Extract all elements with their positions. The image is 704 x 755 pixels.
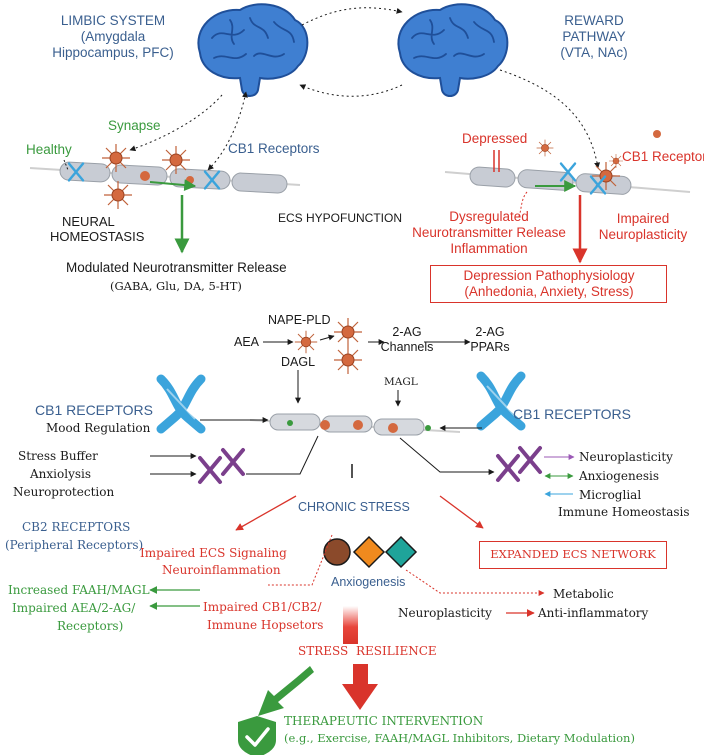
- purple-receptor-icon: [518, 446, 542, 474]
- impaired-aea-label: Impaired AEA/2-AG/: [12, 601, 136, 615]
- impaired-ecs-label: Impaired ECS Signaling: [140, 546, 287, 560]
- arrow-cb1-to-brain: [207, 91, 248, 171]
- cb1-receptors-right-label: CB1 RECEPTORS: [513, 406, 631, 422]
- dysregulated-pointer: [517, 191, 528, 219]
- purple-receptor-icon: [221, 448, 245, 476]
- astrocyte-icon: [333, 345, 363, 375]
- cb2-receptors-label: CB2 RECEPTORS: [22, 520, 131, 534]
- cb1-receptors-left-label: CB1 RECEPTORS: [35, 402, 153, 418]
- anxiogenesis-center-label: Anxiogenesis: [331, 575, 406, 589]
- astrocyte-icon: [608, 153, 624, 169]
- dagl-label: DAGL: [281, 355, 316, 369]
- astrocyte-icon: [294, 330, 318, 354]
- modulated-release-label: Modulated Neurotransmitter Release: [66, 260, 287, 275]
- arrow-enzyme-to-cells: [319, 334, 335, 341]
- anxiolysis-label: Anxiolysis: [30, 467, 91, 481]
- therapeutic-examples-label: (e.g., Exercise, FAAH/MAGL Inhibitors, D…: [284, 731, 635, 745]
- resilience-label: RESILIENCE: [356, 644, 437, 658]
- reward-pathway-label: REWARD PATHWAY (VTA, NAc): [560, 13, 628, 60]
- diamond-icon-orange: [352, 535, 386, 569]
- microglial-label: Microglial: [579, 488, 642, 502]
- immune-homeostasis-label: Immune Homeostasis: [558, 505, 690, 519]
- red-dot: [653, 130, 661, 138]
- arrow-reward-to-depressed: [499, 69, 601, 169]
- line-chain-to-purple: [399, 437, 495, 475]
- magl-label: MAGL: [384, 376, 418, 388]
- impaired-neuroplasticity-label: Impaired Neuroplasticity: [598, 211, 688, 242]
- astrocyte-icon: [103, 180, 133, 210]
- arrow-reward-to-limbic: [299, 84, 403, 97]
- neural-homeostasis-label: NEURAL HOMEOSTASIS: [50, 214, 145, 245]
- check-icon: [238, 716, 276, 755]
- cb1-receptors-label: CB1 Receptors: [228, 141, 320, 156]
- therapeutic-arrow: [258, 666, 314, 716]
- 2ag-ppars-label: 2-AG PPARs: [470, 325, 510, 354]
- neuroprotection-label: Neuroprotection: [13, 485, 115, 499]
- synapse-label: Synapse: [108, 118, 161, 133]
- mood-regulation-label: Mood Regulation: [46, 421, 151, 435]
- dotted-metabolic-line: [405, 569, 545, 596]
- cb1-receptor-label: CB1 Receptor: [622, 149, 704, 164]
- dysregulated-label: Dysregulated Neurotransmitter Release In…: [412, 209, 566, 256]
- arrow-limbic-to-reward: [301, 7, 403, 26]
- purple-receptor-icon: [198, 456, 222, 484]
- anti-inflammatory-label: Anti-inflammatory: [538, 606, 649, 620]
- depressed-neuron-chain: [444, 150, 691, 195]
- cb1-receptor-icon-left: [161, 379, 201, 429]
- brain-icon-reward: [397, 3, 509, 97]
- expanded-ecs-box: [479, 541, 667, 569]
- neuroplasticity-bottom-label: Neuroplasticity: [398, 606, 492, 620]
- anxiogenesis-label: Anxiogenesis: [579, 469, 659, 483]
- cb2-peripheral-label: (Peripheral Receptors): [5, 538, 144, 552]
- depression-box-text: Depression Pathophysiology (Anhedonia, A…: [463, 268, 635, 299]
- dotted-impaired-line: [268, 534, 333, 586]
- stress-label: STRESS: [298, 644, 349, 658]
- depressed-label: Depressed: [462, 131, 528, 146]
- stress-buffer-label: Stress Buffer: [18, 449, 98, 463]
- arrow-stress-to-expanded: [439, 495, 484, 529]
- arrow-stress-to-cb2: [235, 495, 297, 531]
- healthy-label: Healthy: [26, 142, 72, 157]
- circle-icon: [323, 538, 351, 566]
- receptors-label: Receptors): [57, 619, 124, 633]
- central-neuron-chain: [249, 413, 461, 436]
- brain-icon-limbic: [197, 3, 309, 97]
- metabolic-label: Metabolic: [553, 587, 614, 601]
- stress-gradient-bar: [343, 606, 358, 644]
- diamond-icon-teal: [384, 535, 418, 569]
- neuroinflammation-label: Neuroinflammation: [162, 563, 281, 577]
- nape-pld-label: NAPE-PLD: [268, 313, 331, 327]
- chronic-stress-label: CHRONIC STRESS: [298, 500, 410, 514]
- aea-label: AEA: [234, 335, 260, 349]
- depression-box: [430, 265, 667, 303]
- line-purple-to-chain: [246, 435, 319, 475]
- neurotransmitters-label: (GABA, Glu, DA, 5-HT): [110, 279, 242, 293]
- astrocyte-icon: [536, 139, 554, 157]
- healthy-pointer: [63, 159, 69, 171]
- healthy-neuron-chain: [29, 161, 301, 194]
- expanded-ecs-label: EXPANDED ECS NETWORK: [490, 547, 656, 561]
- neuroplasticity-label: Neuroplasticity: [579, 450, 673, 464]
- astrocyte-icon: [333, 317, 363, 347]
- purple-receptor-icon: [496, 454, 520, 482]
- increased-faah-label: Increased FAAH/MAGL: [8, 583, 150, 597]
- immune-hopsetors-label: Immune Hopsetors: [207, 618, 324, 632]
- 2ag-channels-label: 2-AG Channels: [380, 325, 434, 354]
- impaired-cb1cb2-label: Impaired CB1/CB2/: [203, 600, 322, 614]
- astrocyte-icon: [161, 145, 191, 175]
- limbic-system-label: LIMBIC SYSTEM (Amygdala Hippocampus, PFC…: [52, 13, 174, 60]
- therapeutic-intervention-label: THERAPEUTIC INTERVENTION: [284, 714, 484, 728]
- ecs-hypofunction-label: ECS HYPOFUNCTION: [278, 211, 403, 225]
- resilience-arrow: [342, 664, 378, 710]
- astrocyte-icon: [101, 143, 131, 173]
